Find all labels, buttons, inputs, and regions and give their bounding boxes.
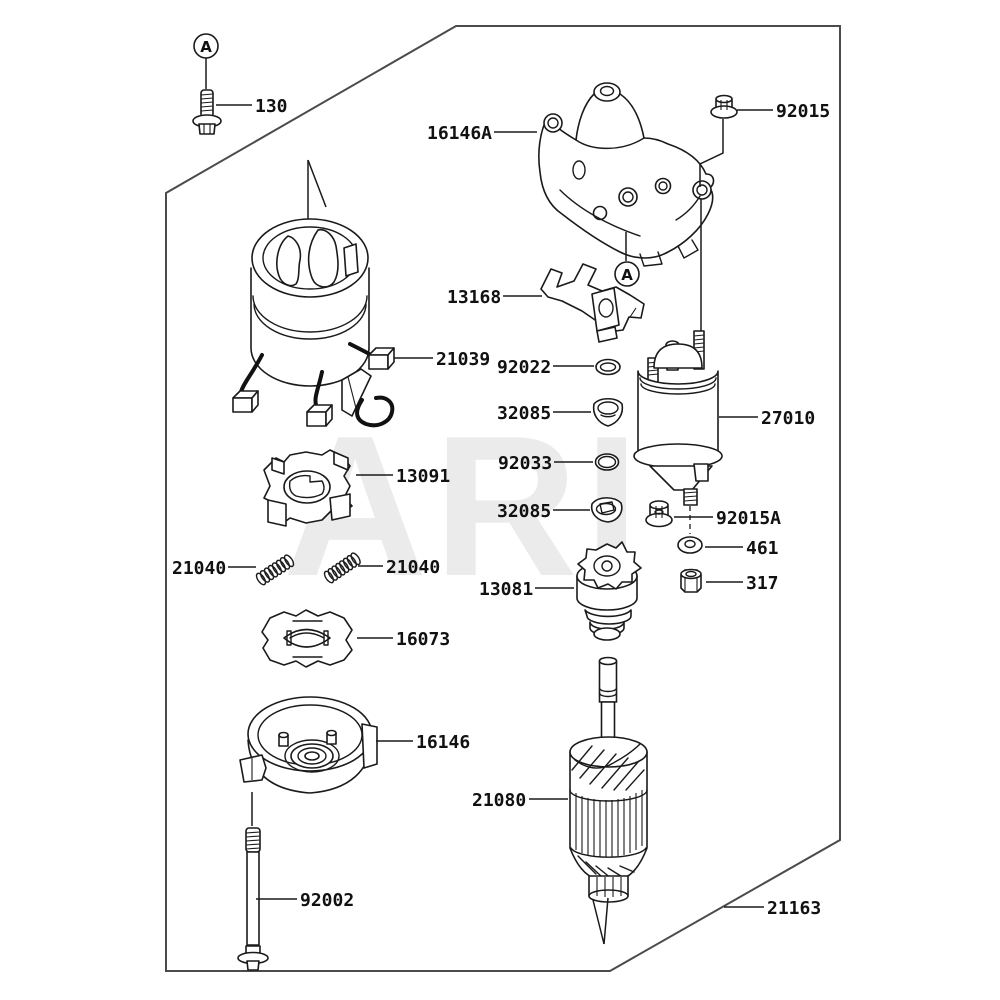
cup-washer-32085-upper-drawing: [592, 397, 624, 427]
oring-92033-drawing: [594, 453, 620, 471]
washer-92022-drawing: [595, 358, 621, 376]
part-label-16073[interactable]: 16073: [396, 629, 450, 650]
detail-marker-a-top: A: [193, 33, 219, 59]
part-label-317[interactable]: 317: [746, 573, 779, 594]
yoke-assembly-21039-drawing: [232, 159, 395, 428]
shift-lever-13168-drawing: [540, 263, 645, 343]
part-label-92022[interactable]: 92022: [497, 357, 551, 378]
part-label-13081[interactable]: 13081: [479, 579, 533, 600]
part-label-16146a[interactable]: 16146A: [427, 123, 492, 144]
part-label-461[interactable]: 461: [746, 538, 779, 559]
diagram-border: [165, 25, 841, 972]
part-label-32085-upper[interactable]: 32085: [497, 403, 551, 424]
part-label-21040-right[interactable]: 21040: [386, 557, 440, 578]
part-label-21163[interactable]: 21163: [767, 898, 821, 919]
solenoid-27010-drawing: [633, 330, 723, 534]
detail-marker-a-center: A: [614, 232, 640, 287]
plate-16073-drawing: [261, 609, 353, 668]
part-label-130[interactable]: 130: [255, 96, 288, 117]
part-label-16146[interactable]: 16146: [416, 732, 470, 753]
part-label-92033[interactable]: 92033: [498, 453, 552, 474]
part-label-21080[interactable]: 21080: [472, 790, 526, 811]
part-label-32085-lower[interactable]: 32085: [497, 501, 551, 522]
through-bolt-92002-drawing: [237, 827, 269, 971]
nut-317-drawing: [680, 568, 702, 593]
part-label-13168[interactable]: 13168: [447, 287, 501, 308]
pinion-13081-drawing: [576, 541, 642, 641]
part-label-92015[interactable]: 92015: [776, 101, 830, 122]
detail-marker-a-center-letter: A: [621, 266, 633, 284]
end-cover-16146a-drawing: [538, 82, 715, 267]
part-label-13091[interactable]: 13091: [396, 466, 450, 487]
part-label-92002[interactable]: 92002: [300, 890, 354, 911]
cup-washer-32085-lower-drawing: [590, 497, 623, 523]
part-label-21040-left[interactable]: 21040: [172, 558, 226, 579]
part-label-92015a[interactable]: 92015A: [716, 508, 781, 529]
leader-lines: [216, 104, 773, 908]
end-cap-16146-drawing: [239, 696, 378, 826]
brush-holder-13091-drawing: [263, 449, 353, 527]
bolt-130-drawing: [192, 58, 222, 135]
nut-92015-drawing: [699, 94, 738, 332]
washer-461-drawing: [677, 536, 703, 554]
flanged-nut-92015a-drawing: [645, 500, 673, 528]
detail-marker-a-top-letter: A: [200, 38, 212, 56]
part-label-21039[interactable]: 21039: [436, 349, 490, 370]
brush-spring-21040-left-drawing: [255, 554, 295, 586]
rotation-arrow: [592, 897, 609, 945]
part-label-27010[interactable]: 27010: [761, 408, 815, 429]
armature-21080-drawing: [569, 656, 648, 903]
brush-spring-21040-right-drawing: [323, 552, 361, 584]
